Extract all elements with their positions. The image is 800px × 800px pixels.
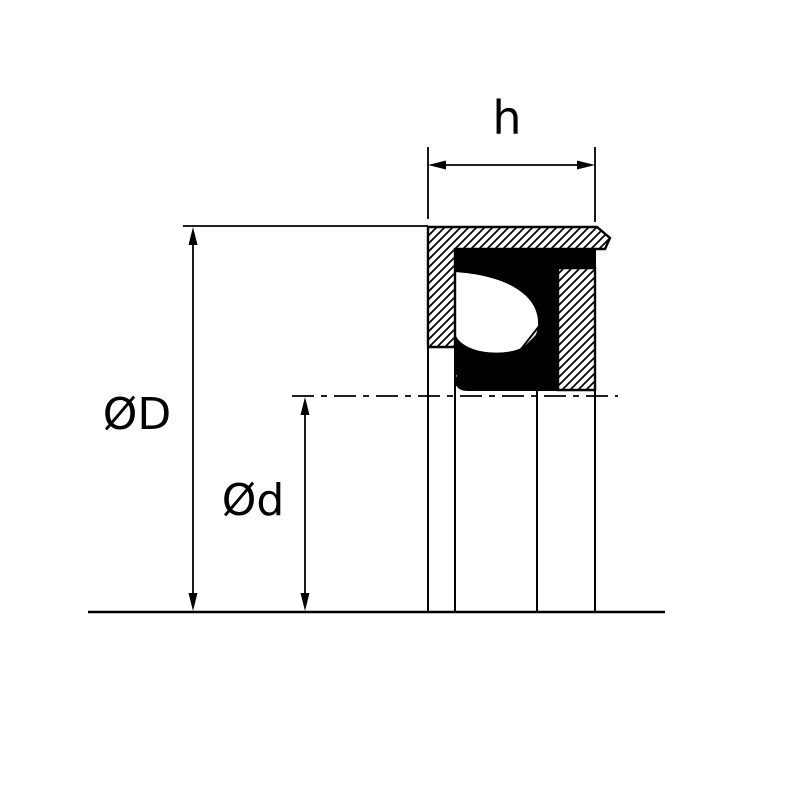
od-label: ØD [103,389,172,440]
seal-cross-section [426,225,612,392]
h-arrow-left-icon [428,160,446,170]
h-label: h [492,91,521,145]
id-arrow-down-icon [300,593,310,611]
case-right-column [556,266,597,392]
id-arrow-up-icon [300,397,310,415]
metal-case [426,225,612,349]
lip-recess [455,272,539,353]
h-arrow-right-icon [577,160,595,170]
dimension-inner-diameter: Ød [222,397,310,611]
id-label: Ød [222,475,285,526]
dimension-width-h: h [427,91,596,222]
od-arrow-down-icon [188,593,198,611]
shaft-and-bore-lines [427,347,596,612]
dimension-outer-diameter: ØD [103,225,428,611]
od-arrow-up-icon [188,227,198,245]
